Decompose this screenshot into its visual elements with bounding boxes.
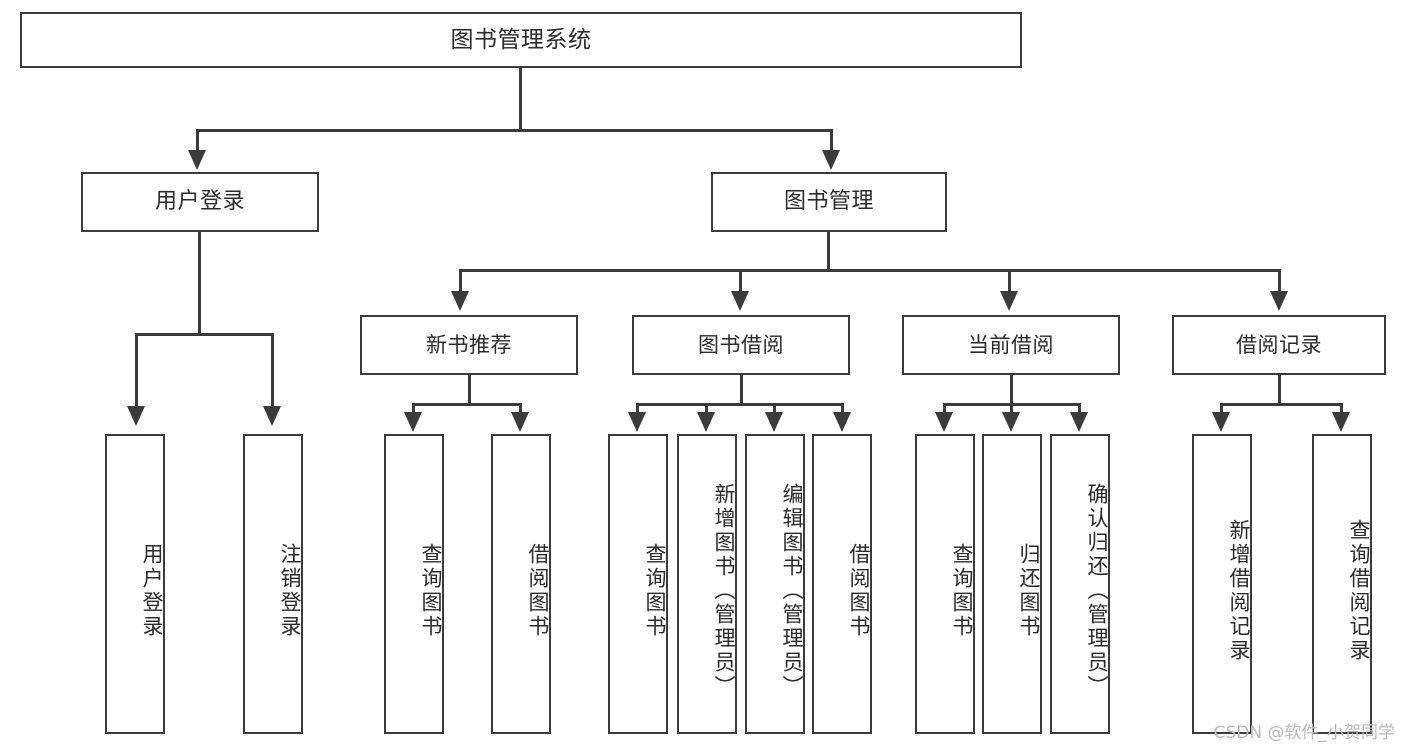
leaf-borrow-query-book[interactable]: 查询图书 — [608, 434, 668, 734]
leaf-current-query-book[interactable]: 查询图书 — [915, 434, 975, 734]
arrow-current-to-leaf2 — [1002, 412, 1020, 432]
arrow-newbook-to-leaf2 — [511, 412, 529, 432]
edge-book-mgmt-to-records — [1278, 269, 1281, 294]
edge-newbook-to-leaf1 — [412, 403, 415, 417]
edge-current-to-leaf3 — [1078, 403, 1081, 417]
edge-records-to-leaf1 — [1220, 403, 1223, 417]
node-root-system[interactable]: 图书管理系统 — [20, 12, 1022, 68]
arrow-borrow-to-leaf1 — [628, 412, 646, 432]
leaf-borrow-borrow-book[interactable]: 借阅图书 — [812, 434, 872, 734]
edge-records-to-leaf2 — [1340, 403, 1343, 417]
edge-root-stem — [519, 68, 522, 131]
leaf-label: 用户登录 — [140, 543, 164, 639]
leaf-logout[interactable]: 注销登录 — [243, 434, 303, 734]
edge-book-mgmt-to-borrow — [739, 269, 742, 294]
leaf-label: 注销登录 — [278, 543, 302, 639]
arrow-newbook-to-leaf1 — [404, 412, 422, 432]
edge-borrow-to-leaf4 — [841, 403, 844, 417]
leaf-current-return-book[interactable]: 归还图书 — [982, 434, 1042, 734]
leaf-label: 查询图书 — [643, 543, 667, 639]
leaf-current-confirm-return-admin[interactable]: 确认归还（管理员） — [1050, 434, 1110, 734]
edge-current-to-leaf1 — [943, 403, 946, 417]
leaf-records-query-record[interactable]: 查询借阅记录 — [1312, 434, 1372, 734]
edge-records-bus — [1220, 403, 1342, 406]
edge-book-mgmt-stem — [827, 232, 830, 272]
node-book-management[interactable]: 图书管理 — [711, 172, 947, 232]
leaf-label: 查询借阅记录 — [1347, 519, 1371, 663]
edge-root-bus — [196, 129, 833, 132]
arrow-book-mgmt-to-newbook — [451, 291, 469, 311]
arrow-borrow-to-leaf3 — [765, 412, 783, 432]
arrow-book-mgmt-to-current — [1000, 291, 1018, 311]
arrow-current-to-leaf1 — [935, 412, 953, 432]
leaf-label: 借阅图书 — [526, 543, 550, 639]
edge-root-to-user-login — [196, 129, 199, 155]
leaf-label: 编辑图书（管理员） — [780, 483, 804, 699]
edge-borrow-to-leaf1 — [636, 403, 639, 417]
leaf-records-add-record[interactable]: 新增借阅记录 — [1192, 434, 1252, 734]
edge-current-stem — [1010, 375, 1013, 405]
node-new-book-recommend[interactable]: 新书推荐 — [360, 315, 578, 375]
leaf-label: 查询图书 — [419, 543, 443, 639]
edge-borrow-stem — [740, 375, 743, 405]
edge-user-login-stem — [198, 232, 201, 336]
arrow-root-to-user-login — [188, 150, 206, 170]
leaf-newbook-query-book[interactable]: 查询图书 — [384, 434, 444, 734]
edge-records-stem — [1278, 375, 1281, 405]
edge-root-to-book-mgmt — [830, 129, 833, 155]
edge-user-login-to-leaf2 — [271, 333, 274, 411]
arrow-records-to-leaf1 — [1212, 412, 1230, 432]
edge-newbook-bus — [412, 403, 522, 406]
leaf-label: 新增图书（管理员） — [712, 483, 736, 699]
leaf-borrow-add-book-admin[interactable]: 新增图书（管理员） — [677, 434, 737, 734]
leaf-label: 查询图书 — [950, 543, 974, 639]
edge-newbook-stem — [468, 375, 471, 405]
edge-book-mgmt-bus — [459, 269, 1281, 272]
arrow-records-to-leaf2 — [1332, 412, 1350, 432]
leaf-label: 归还图书 — [1017, 543, 1041, 639]
arrow-user-login-to-leaf1 — [127, 406, 145, 426]
leaf-newbook-borrow-book[interactable]: 借阅图书 — [491, 434, 551, 734]
node-borrow-records[interactable]: 借阅记录 — [1172, 315, 1386, 375]
edge-borrow-bus — [636, 403, 844, 406]
edge-user-login-bus — [135, 333, 273, 336]
arrow-borrow-to-leaf2 — [697, 412, 715, 432]
node-current-borrow[interactable]: 当前借阅 — [902, 315, 1120, 375]
edge-borrow-to-leaf2 — [705, 403, 708, 417]
leaf-user-login[interactable]: 用户登录 — [105, 434, 165, 734]
edge-user-login-to-leaf1 — [135, 333, 138, 411]
edge-newbook-to-leaf2 — [519, 403, 522, 417]
edge-book-mgmt-to-current — [1008, 269, 1011, 294]
leaf-label: 新增借阅记录 — [1227, 519, 1251, 663]
edge-book-mgmt-to-newbook — [459, 269, 462, 294]
arrow-book-mgmt-to-borrow — [731, 291, 749, 311]
leaf-label: 借阅图书 — [847, 543, 871, 639]
arrow-user-login-to-leaf2 — [263, 406, 281, 426]
node-book-borrow[interactable]: 图书借阅 — [632, 315, 850, 375]
arrow-root-to-book-mgmt — [822, 150, 840, 170]
arrow-book-mgmt-to-records — [1270, 291, 1288, 311]
arrow-current-to-leaf3 — [1070, 412, 1088, 432]
node-user-login[interactable]: 用户登录 — [81, 172, 319, 232]
arrow-borrow-to-leaf4 — [833, 412, 851, 432]
edge-borrow-to-leaf3 — [773, 403, 776, 417]
leaf-borrow-edit-book-admin[interactable]: 编辑图书（管理员） — [745, 434, 805, 734]
leaf-label: 确认归还（管理员） — [1085, 483, 1109, 699]
edge-current-to-leaf2 — [1010, 403, 1013, 417]
